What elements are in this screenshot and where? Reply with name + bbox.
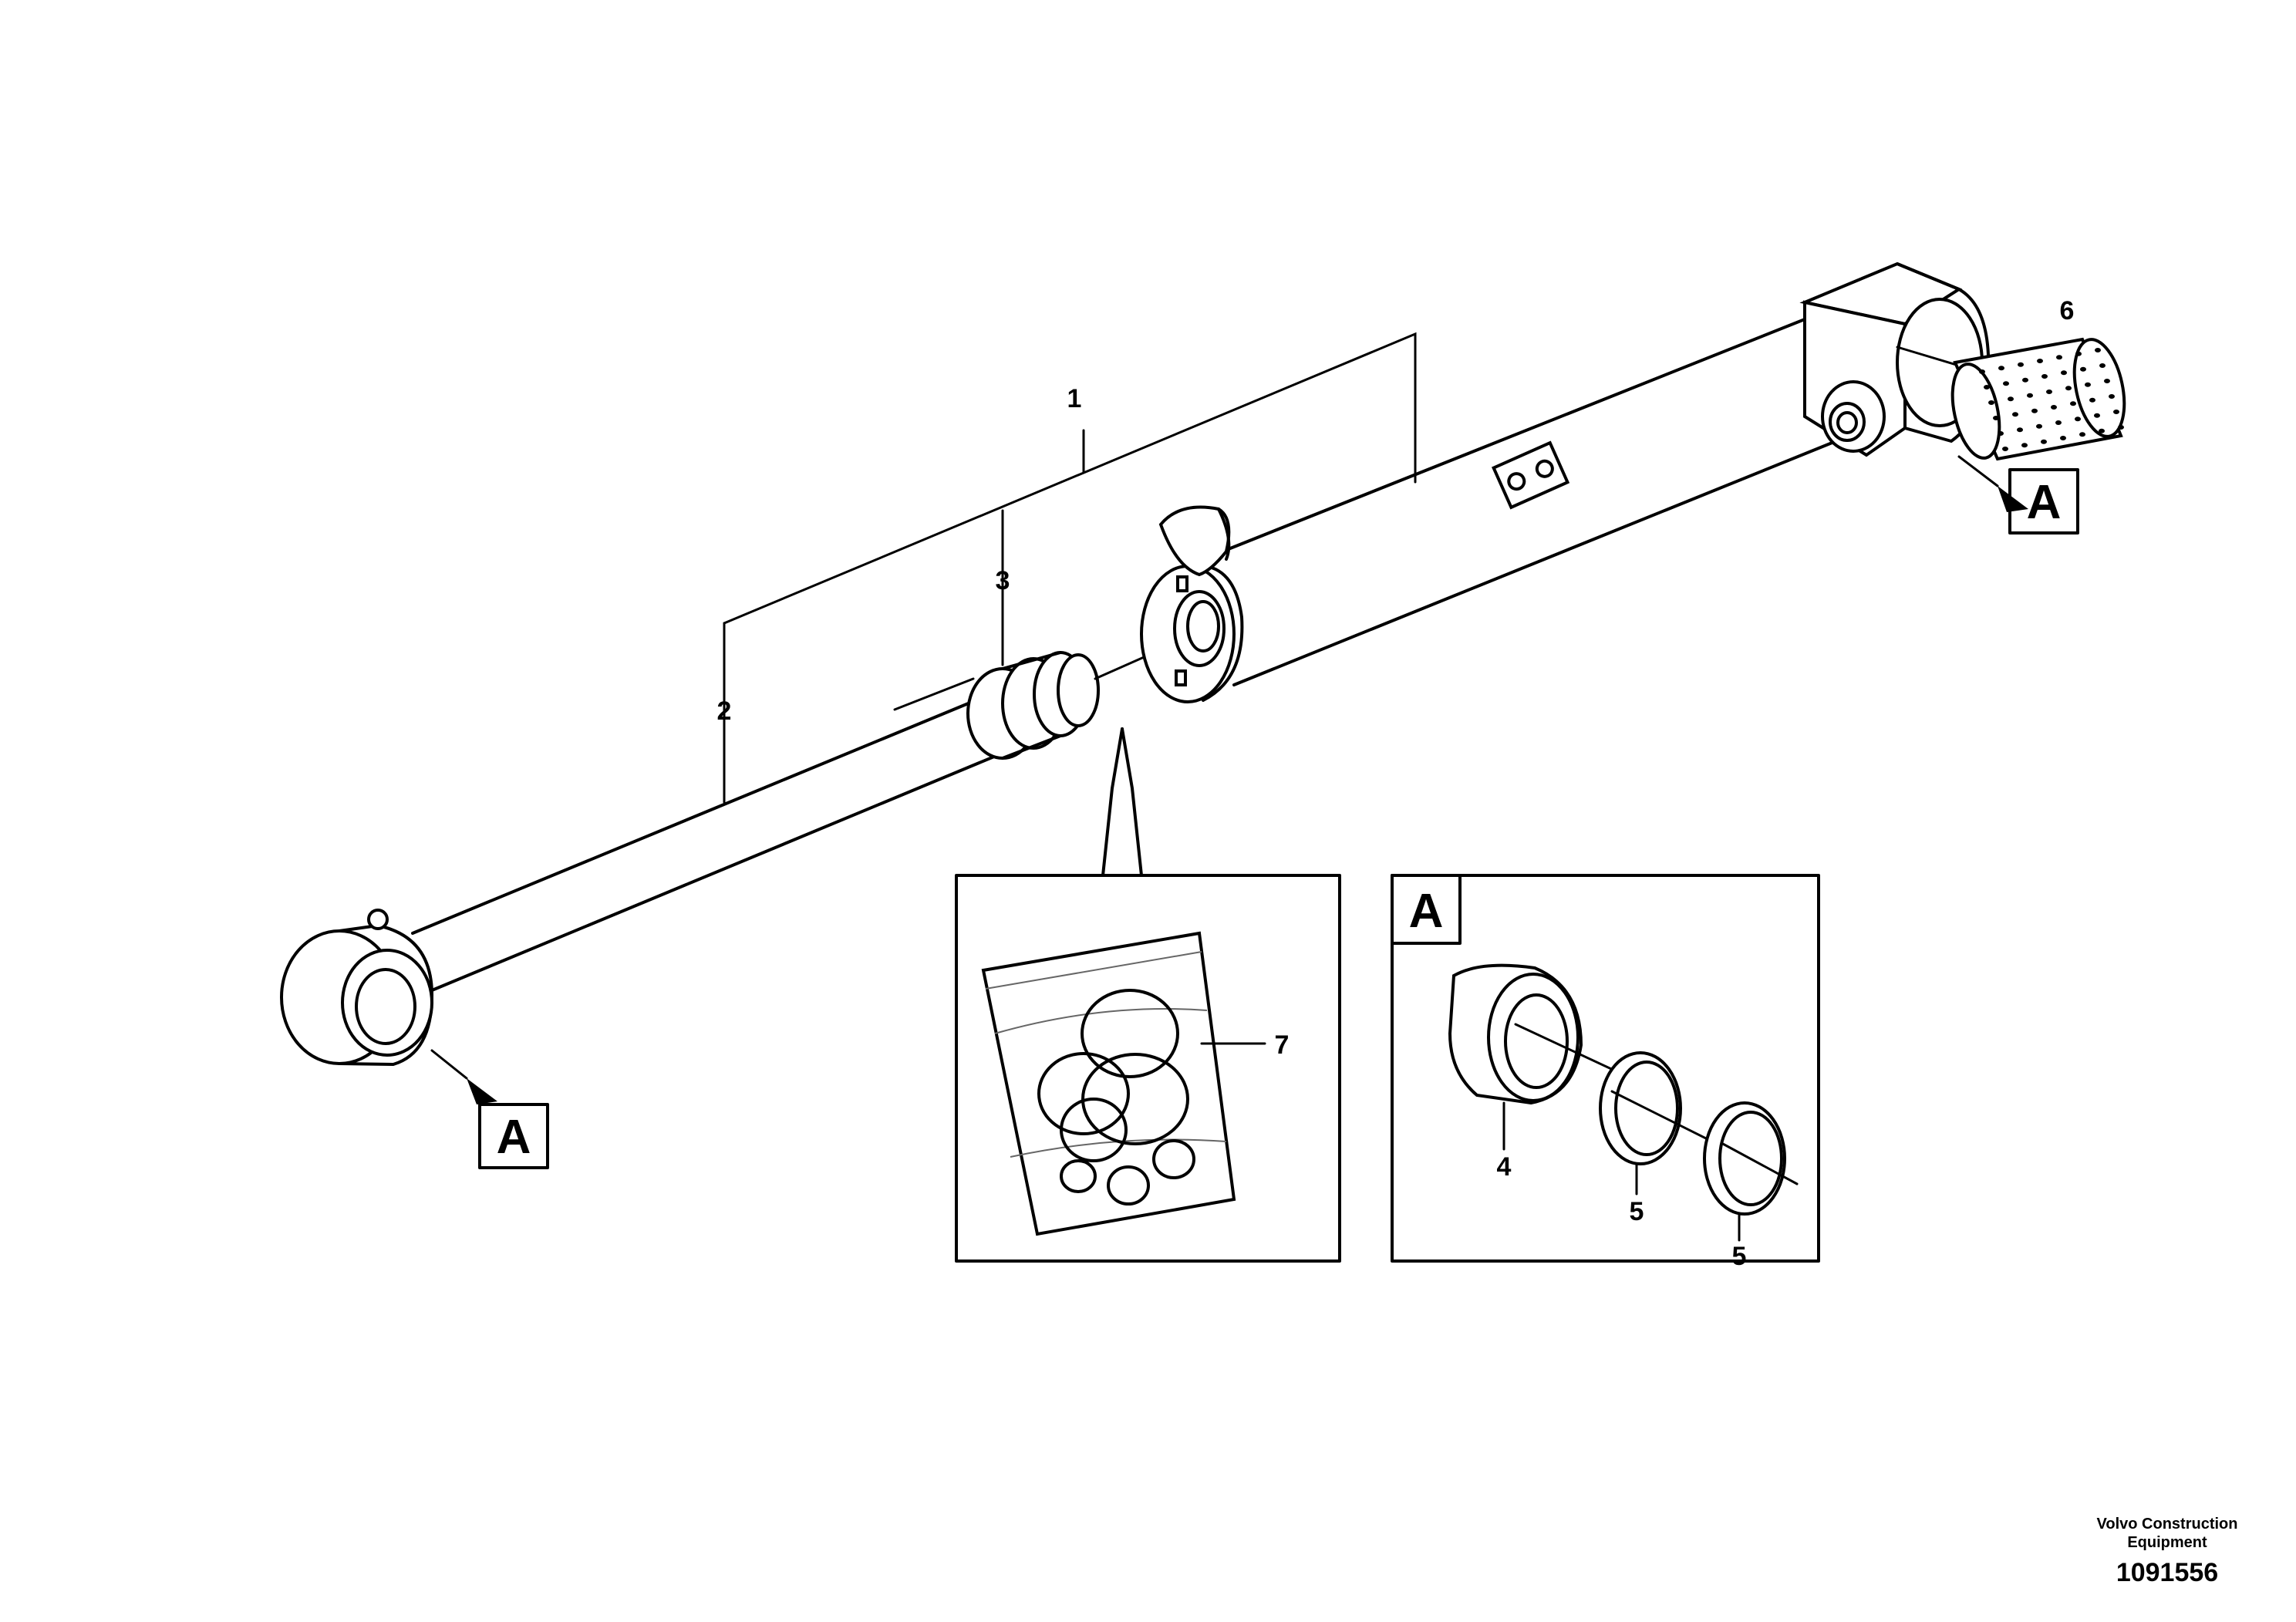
- bushing-detail-a: [1391, 874, 1820, 1263]
- view-ref-cylinder-end: A: [2027, 476, 2062, 529]
- cylinder-tube: [1140, 315, 1868, 703]
- document-number: 1091556: [2116, 1558, 2218, 1587]
- perforation-hole: [1998, 366, 2004, 371]
- callout-4: 4: [1497, 1152, 1512, 1182]
- perforation-hole: [2036, 423, 2042, 429]
- perforation-hole: [2002, 447, 2008, 451]
- view-ref-detail-box: A: [1409, 885, 1444, 938]
- perforation-hole: [1993, 416, 1999, 420]
- perforation-hole: [2046, 389, 2052, 394]
- perforation-hole: [2109, 394, 2115, 399]
- perforation-hole: [2113, 410, 2119, 414]
- perforation-hole: [2022, 377, 2028, 383]
- perforation-hole: [2012, 412, 2018, 417]
- perforation-hole: [1984, 385, 1990, 389]
- perforation-hole: [2061, 370, 2067, 376]
- perforation-hole: [2075, 416, 2081, 422]
- perforation-hole: [2041, 374, 2048, 379]
- perforation-hole: [2099, 428, 2105, 433]
- piston-rod: [411, 677, 1023, 992]
- perforation-hole: [2041, 439, 2047, 444]
- name-plate: [1491, 440, 1570, 510]
- perforation-hole: [2079, 432, 2085, 437]
- brand-line-1: Volvo Construction: [2097, 1516, 2238, 1533]
- callout-1: 1: [1067, 384, 1082, 413]
- perforation-hole: [2095, 348, 2101, 352]
- perforation-hole: [2080, 366, 2086, 372]
- perforation-hole: [2075, 351, 2082, 356]
- callout-3: 3: [996, 566, 1010, 595]
- perforation-hole: [2099, 363, 2106, 368]
- callout-2: 2: [717, 696, 732, 726]
- callout-7: 7: [1275, 1030, 1290, 1060]
- view-ref-rod-end: A: [497, 1111, 531, 1164]
- rod-eye: [280, 909, 433, 1066]
- hose-port: [1158, 505, 1231, 577]
- perforation-hole: [2118, 425, 2124, 430]
- brand-line-2: Equipment: [2127, 1534, 2207, 1551]
- perforation-hole: [2018, 362, 2024, 367]
- perforation-hole: [2070, 401, 2076, 406]
- perforation-hole: [2094, 413, 2100, 418]
- bushing-perforations: [1979, 348, 2124, 451]
- perforation-hole: [2017, 427, 2023, 433]
- perforation-hole: [1998, 431, 2004, 436]
- perforation-hole: [1988, 400, 1994, 405]
- callout-5b: 5: [1732, 1242, 1747, 1271]
- seal-kit-detail: [955, 727, 1341, 1263]
- bushing-part-6: [1896, 337, 2126, 461]
- perforation-hole: [2104, 379, 2110, 383]
- perforation-hole: [2008, 396, 2014, 402]
- piston-head: [966, 651, 1100, 760]
- perforation-hole: [2056, 355, 2062, 360]
- perforation-hole: [2089, 397, 2095, 403]
- perforation-hole: [2031, 408, 2038, 413]
- perforation-hole: [2021, 443, 2028, 448]
- view-arrow-rod-end: [430, 1049, 549, 1169]
- perforation-hole: [2085, 382, 2091, 387]
- callout-6: 6: [2060, 296, 2075, 325]
- perforation-hole: [2003, 381, 2009, 386]
- perforation-hole: [2060, 436, 2066, 440]
- perforation-hole: [2037, 359, 2043, 363]
- perforation-hole: [1979, 369, 1985, 374]
- perforation-hole: [2051, 405, 2057, 410]
- callout-5a: 5: [1630, 1197, 1644, 1226]
- perforation-hole: [2027, 393, 2033, 398]
- kit-bracket: [723, 332, 1417, 804]
- perforation-hole: [2055, 420, 2062, 425]
- view-arrow-cylinder-end: [1957, 455, 2079, 534]
- perforation-hole: [2065, 386, 2072, 391]
